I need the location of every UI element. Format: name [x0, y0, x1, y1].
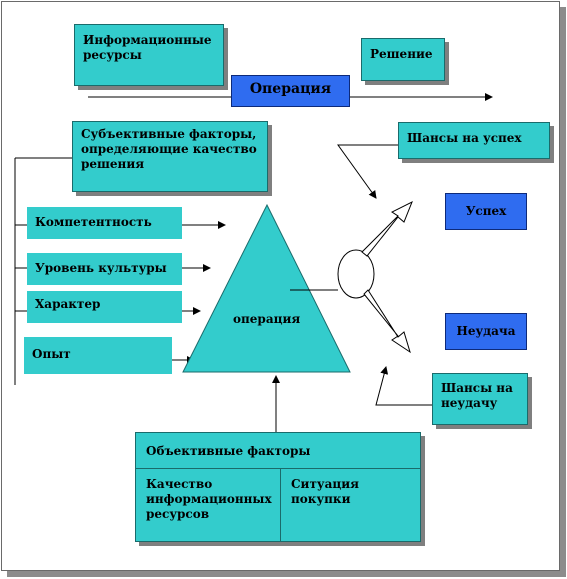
failure-box: Неудача	[445, 313, 527, 350]
decision-label: Решение	[370, 47, 433, 61]
factor-competence-label: Компетентность	[35, 215, 152, 229]
success-label: Успех	[465, 204, 507, 218]
chance-failure-box: Шансы на неудачу	[432, 373, 528, 425]
operation-top-box: Операция	[231, 75, 350, 107]
objective-left: Качество информационных ресурсов	[136, 469, 281, 541]
objective-box: Объективные факторы Качество информацион…	[135, 432, 421, 542]
objective-right: Ситуация покупки	[291, 477, 359, 506]
resources-label: Информационные ресурсы	[83, 33, 212, 62]
factor-experience: Опыт	[24, 337, 172, 374]
chance-failure-label: Шансы на неудачу	[441, 381, 513, 410]
failure-label: Неудача	[456, 324, 516, 338]
chance-success-arrow	[337, 144, 398, 199]
subjective-label: Субъективные факторы, определяющие качес…	[81, 127, 257, 171]
chance-failure-arrow	[375, 366, 432, 406]
factor-character: Характер	[27, 291, 182, 323]
decision-node	[337, 249, 375, 299]
success-box: Успех	[445, 193, 527, 230]
objective-title: Объективные факторы	[136, 433, 420, 469]
decision-box: Решение	[361, 38, 445, 81]
factor-competence: Компетентность	[27, 207, 182, 239]
operation-top-label: Операция	[249, 81, 332, 97]
resources-box: Информационные ресурсы	[74, 24, 224, 86]
chance-success-box: Шансы на успех	[398, 122, 550, 159]
factor-experience-label: Опыт	[32, 347, 71, 361]
factor-culture-label: Уровень культуры	[35, 261, 167, 275]
triangle-label: операция	[233, 312, 301, 326]
chance-success-label: Шансы на успех	[407, 131, 522, 145]
factor-character-label: Характер	[35, 297, 101, 311]
operation-triangle	[182, 203, 351, 373]
subjective-box: Субъективные факторы, определяющие качес…	[72, 121, 268, 192]
factor-culture: Уровень культуры	[27, 253, 182, 285]
success-arrow	[361, 200, 413, 257]
failure-arrow	[363, 289, 411, 354]
